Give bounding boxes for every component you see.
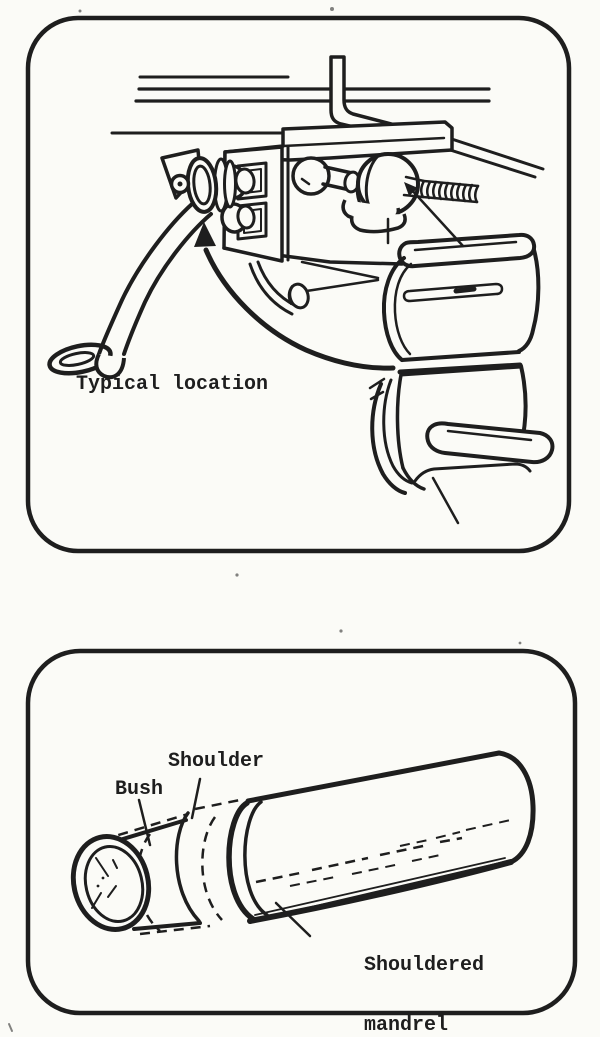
label-shouldered-mandrel: Shouldered mandrel	[316, 921, 484, 1037]
clamp-assembly	[341, 152, 420, 245]
bottom-leader-lines	[137, 777, 312, 938]
crank-handle	[47, 202, 213, 380]
shoulder-ring	[174, 797, 269, 923]
pointer-arrow	[194, 222, 396, 371]
mandrel-end-face	[70, 834, 152, 932]
handle-end-bulb	[94, 353, 126, 380]
label-shoulder: Shoulder	[168, 750, 265, 773]
label-shouldered-mandrel-line1: Shouldered	[364, 954, 485, 977]
face-scratches	[91, 857, 118, 909]
crank-pivot	[160, 148, 237, 214]
bearing-upper-shell	[381, 232, 541, 375]
label-bush: Bush	[115, 778, 164, 801]
bearing-leader-line	[431, 476, 460, 525]
bottom-panel-border	[25, 648, 578, 1016]
label-shouldered-mandrel-line2: mandrel	[364, 1014, 449, 1037]
mandrel-body	[245, 750, 536, 924]
caption-typical-location: Typical location	[76, 373, 269, 396]
clamp-screw	[402, 175, 480, 204]
clamp-leader-arrow	[404, 182, 465, 248]
top-panel-border	[25, 15, 572, 554]
ball-joint	[291, 156, 361, 196]
bearing-lower-shell	[368, 364, 555, 525]
scan-noise	[8, 7, 522, 1032]
